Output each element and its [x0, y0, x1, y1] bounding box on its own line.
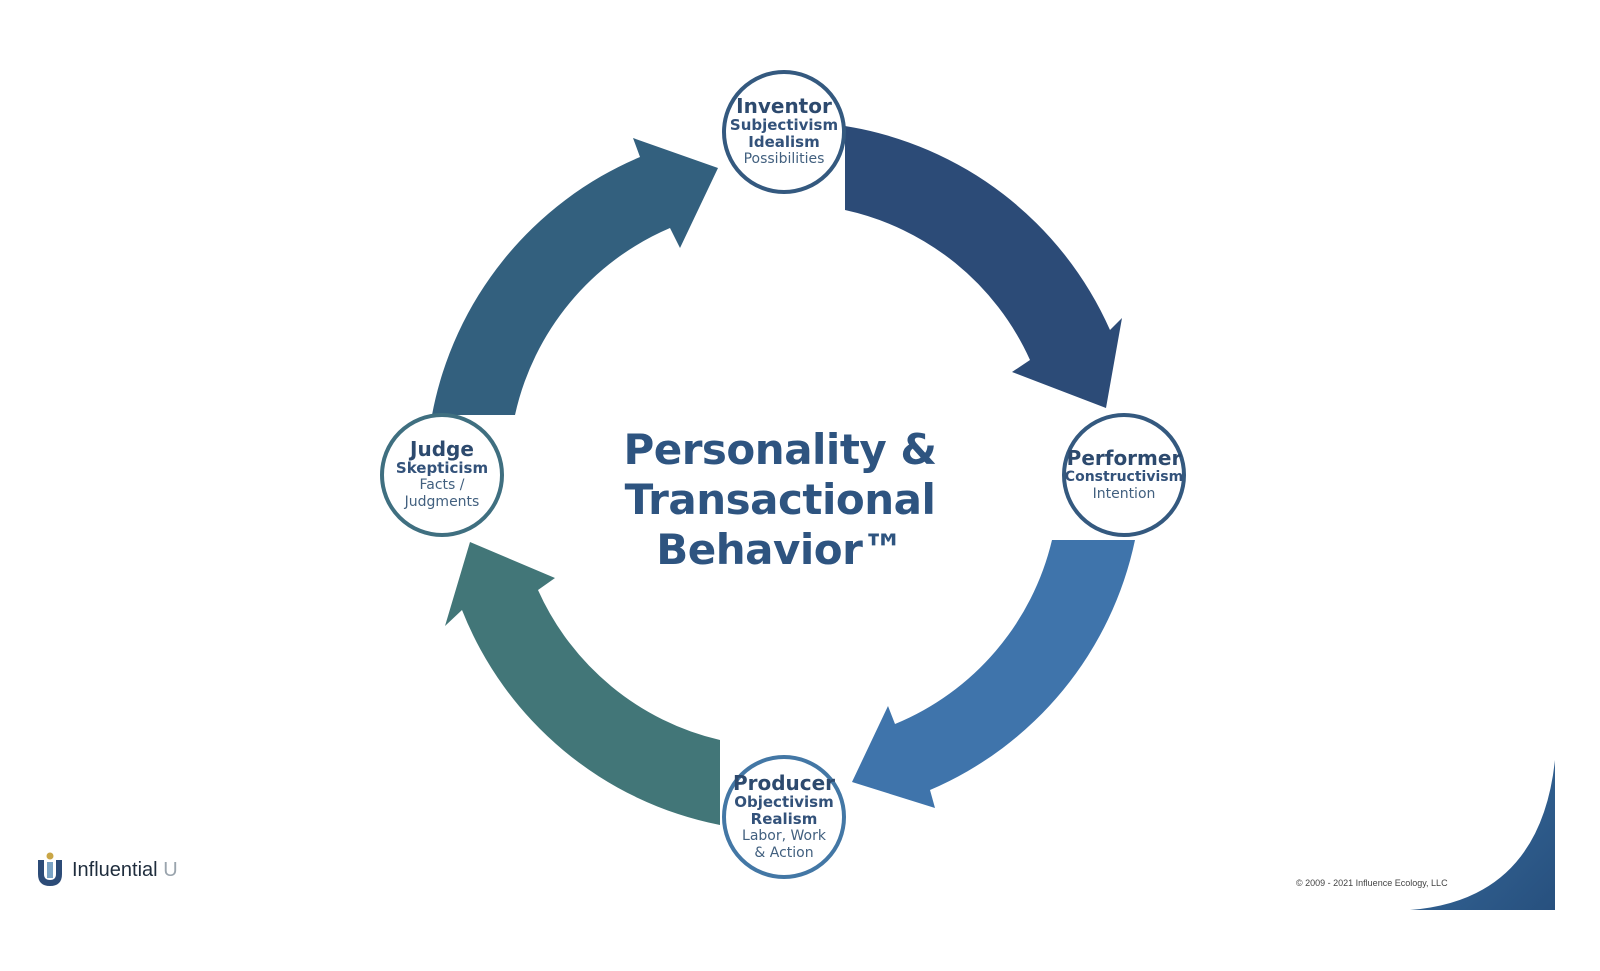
inventor-line-1: Subjectivism — [729, 116, 839, 134]
inventor-line-3: Possibilities — [743, 151, 825, 167]
judge-line-2: Facts / — [419, 477, 465, 493]
node-judge: Judge Skepticism Facts / Judgments — [380, 413, 504, 537]
node-inventor: Inventor Subjectivism Idealism Possibili… — [722, 70, 846, 194]
judge-line-1: Skepticism — [395, 459, 489, 477]
arrow-producer-to-judge — [445, 542, 720, 825]
producer-line-1: Objectivism — [734, 792, 834, 811]
diagram-title: Personality & Transactional Behavior™ — [520, 425, 1040, 575]
arrow-judge-to-inventor — [432, 138, 718, 415]
producer-line-3: Labor, Work — [742, 827, 826, 844]
ring-arrows — [432, 126, 1135, 825]
title-line-1: Personality & — [623, 425, 937, 474]
brand: Influential U — [36, 852, 178, 888]
performer-name: Performer — [1066, 445, 1182, 470]
judge-name: Judge — [410, 437, 474, 461]
brand-suffix: U — [163, 858, 178, 881]
title-line-2: Transactional Behavior™ — [624, 475, 936, 574]
node-producer: Producer Objectivism Realism Labor, Work… — [722, 755, 846, 879]
judge-line-3: Judgments — [404, 494, 480, 510]
brand-name-text: Influential — [72, 858, 158, 881]
copyright-notice: © 2009 - 2021 Influence Ecology, LLC — [1296, 878, 1448, 888]
u-logo-icon — [38, 852, 62, 886]
performer-line-2: Intention — [1092, 485, 1156, 502]
arrow-performer-to-producer — [852, 540, 1135, 808]
performer-line-1: Constructivism — [1064, 468, 1184, 485]
producer-line-4: & Action — [754, 844, 814, 861]
inventor-name: Inventor — [736, 94, 832, 118]
corner-decoration — [1410, 760, 1555, 910]
inventor-line-2: Idealism — [748, 133, 820, 151]
producer-name: Producer — [732, 770, 836, 795]
brand-name: Influential U — [72, 859, 178, 882]
node-performer: Performer Constructivism Intention — [1062, 413, 1186, 537]
arrow-inventor-to-performer — [845, 126, 1122, 408]
producer-line-2: Realism — [750, 809, 818, 828]
